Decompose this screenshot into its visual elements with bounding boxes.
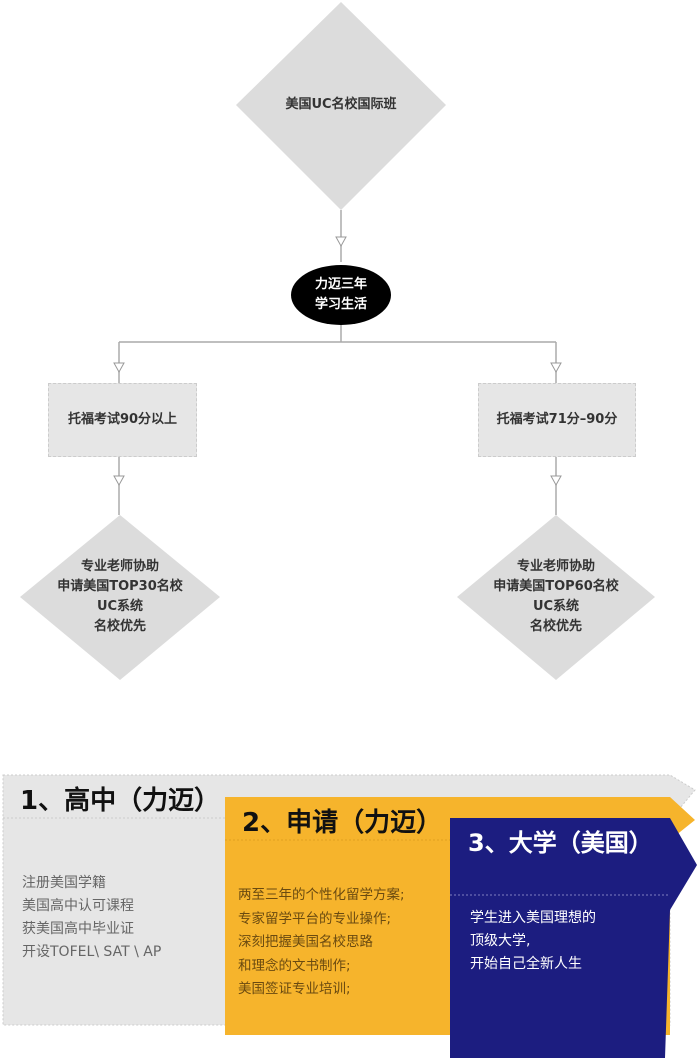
result-line: 专业老师协助 (80, 559, 159, 574)
left-condition-box: 托福考试90分以上 (48, 383, 197, 457)
middle-node-line: 力迈三年 (314, 277, 367, 292)
stage-1-items: 注册美国学籍 美国高中认可课程 获美国高中毕业证 开设TOFEL\ SAT \ … (22, 872, 161, 964)
middle-ellipse (291, 265, 391, 325)
right-condition-box: 托福考试71分–90分 (478, 383, 636, 457)
stage-item: 深刻把握美国名校思路 (238, 934, 373, 950)
stage-item: 美国签证专业培训; (238, 981, 351, 997)
middle-node-line: 学习生活 (314, 297, 367, 312)
stage-item: 专家留学平台的专业操作; (238, 910, 392, 927)
stage-item: 两至三年的个性化留学方案; (238, 887, 405, 903)
result-line: 专业老师协助 (516, 559, 595, 574)
stage-item: 学生进入美国理想的 (470, 910, 596, 926)
result-line: 申请美国TOP30名校 (57, 579, 183, 594)
arrow-icon (113, 475, 125, 487)
result-line: UC系统 (96, 599, 144, 614)
stage-2-title: 2、申请（力迈） (242, 808, 443, 838)
stage-item: 和理念的文书制作; (238, 957, 351, 974)
top-node-label: 美国UC名校国际班 (285, 97, 397, 112)
result-line: 申请美国TOP60名校 (493, 579, 619, 594)
left-result: 专业老师协助 申请美国TOP30名校 UC系统 名校优先 (40, 557, 200, 637)
arrow-icon (335, 236, 347, 248)
stage-item: 顶级大学, (470, 933, 531, 949)
arrow-icon (550, 362, 562, 374)
middle-node: 力迈三年 学习生活 (291, 275, 391, 315)
right-condition-label: 托福考试71分–90分 (496, 412, 618, 427)
stage-3-title: 3、大学（美国） (468, 829, 653, 857)
arrow-icon (550, 475, 562, 487)
right-result: 专业老师协助 申请美国TOP60名校 UC系统 名校优先 (476, 557, 636, 637)
result-line: 名校优先 (529, 619, 582, 634)
left-result-diamond (20, 515, 220, 680)
left-condition-label: 托福考试90分以上 (67, 412, 178, 427)
stage-item: 获美国高中毕业证 (22, 921, 134, 937)
right-result-diamond (457, 515, 655, 680)
stage-3-shape (450, 818, 697, 1058)
result-line: 名校优先 (93, 619, 146, 634)
arrow-icon (113, 362, 125, 374)
stage-item: 美国高中认可课程 (22, 898, 134, 914)
stage-item: 开始自己全新人生 (470, 956, 582, 972)
top-diamond (236, 2, 446, 210)
stage-item: 开设TOFEL\ SAT \ AP (22, 944, 162, 960)
stage-3-items: 学生进入美国理想的 顶级大学, 开始自己全新人生 (470, 907, 596, 976)
result-line: UC系统 (532, 599, 580, 614)
stage-1-title: 1、高中（力迈） (20, 786, 221, 816)
stage-item: 注册美国学籍 (22, 875, 106, 891)
stage-2-items: 两至三年的个性化留学方案; 专家留学平台的专业操作; 深刻把握美国名校思路 和理… (238, 884, 405, 1002)
